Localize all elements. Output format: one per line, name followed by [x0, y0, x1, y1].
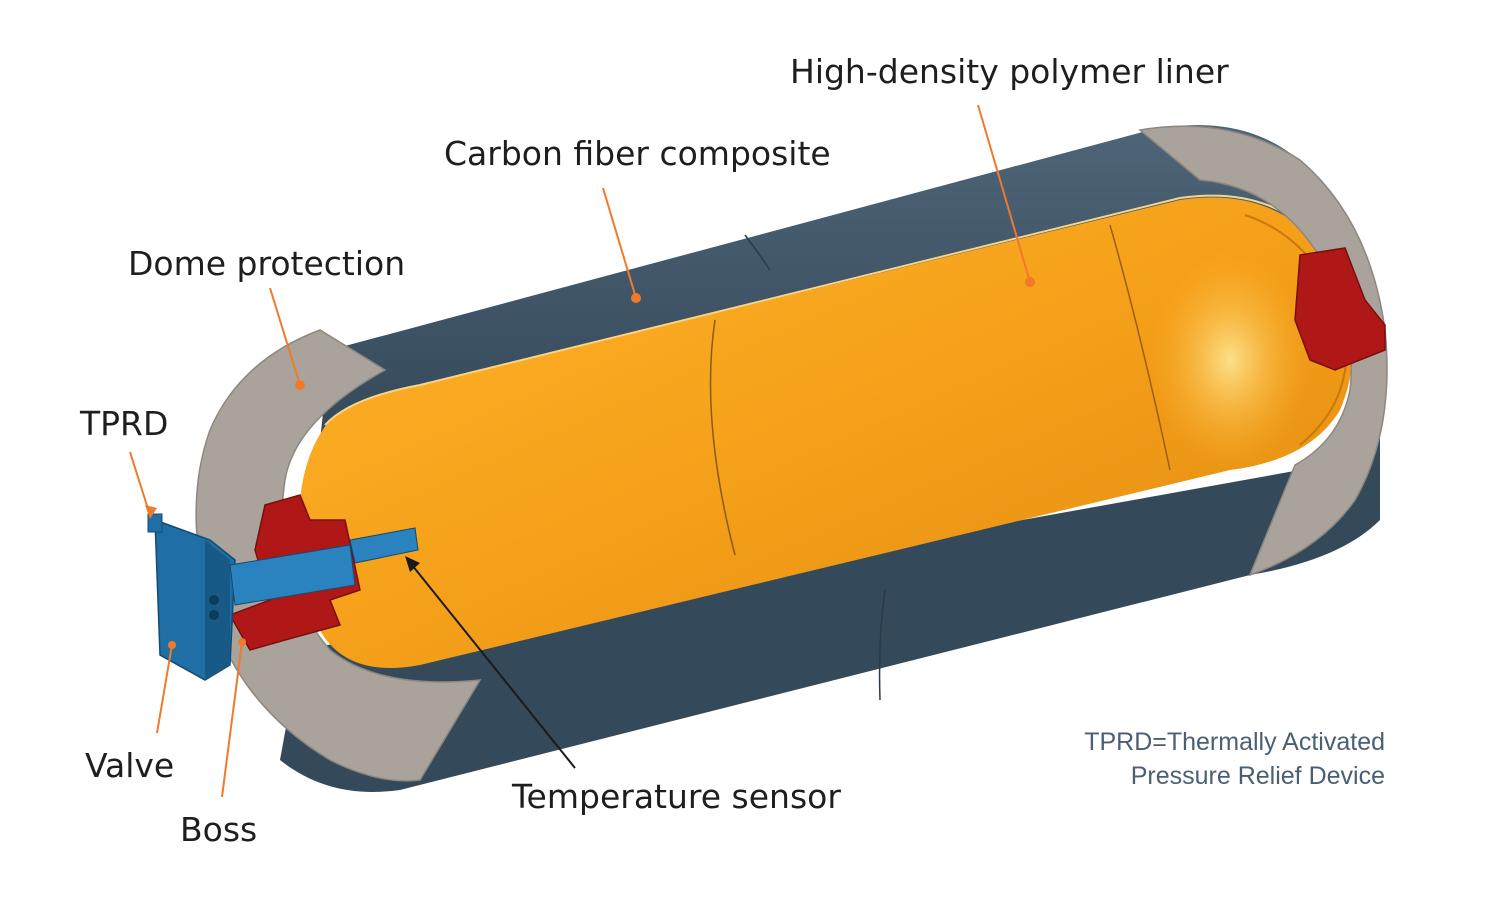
valve — [147, 513, 419, 681]
label-temperature-sensor: Temperature sensor — [511, 777, 841, 816]
leader-lines — [129, 104, 1035, 798]
label-dome-protection: Dome protection — [128, 244, 405, 283]
tprd-part — [147, 513, 163, 533]
polymer-liner — [297, 197, 1353, 668]
leader-valve — [156, 644, 173, 734]
leader-tprd — [129, 451, 151, 516]
leader-boss — [221, 641, 243, 798]
boss-right — [1294, 247, 1386, 371]
leader-dome-protection — [269, 287, 301, 386]
liner-far-rim-2 — [1109, 224, 1171, 471]
label-boss: Boss — [180, 810, 257, 849]
dome-protection-left — [195, 329, 482, 782]
liner-highlight — [1150, 250, 1310, 470]
carbon-fiber-shell — [280, 430, 1381, 792]
note-line-1: TPRD=Thermally Activated — [1084, 728, 1385, 756]
leader-liner — [977, 104, 1031, 283]
tank-body — [280, 125, 1381, 792]
shell-seam-bottom — [878, 589, 886, 701]
shell-seam-top — [744, 234, 771, 271]
labels: High-density polymer liner Carbon fiber … — [79, 52, 1229, 849]
label-carbon-fiber: Carbon fiber composite — [444, 134, 831, 173]
leader-temperature-sensor — [411, 564, 576, 769]
label-liner: High-density polymer liner — [790, 52, 1229, 91]
label-valve: Valve — [85, 746, 174, 785]
temperature-sensor-rod — [349, 527, 419, 564]
abbreviation-note: TPRD=Thermally Activated Pressure Relief… — [1084, 728, 1385, 790]
carbon-fiber-shell-top — [320, 125, 1340, 440]
liner-seam — [709, 319, 736, 556]
note-line-2: Pressure Relief Device — [1131, 762, 1385, 790]
label-tprd: TPRD — [79, 404, 168, 443]
leader-carbon-fiber — [602, 187, 637, 299]
